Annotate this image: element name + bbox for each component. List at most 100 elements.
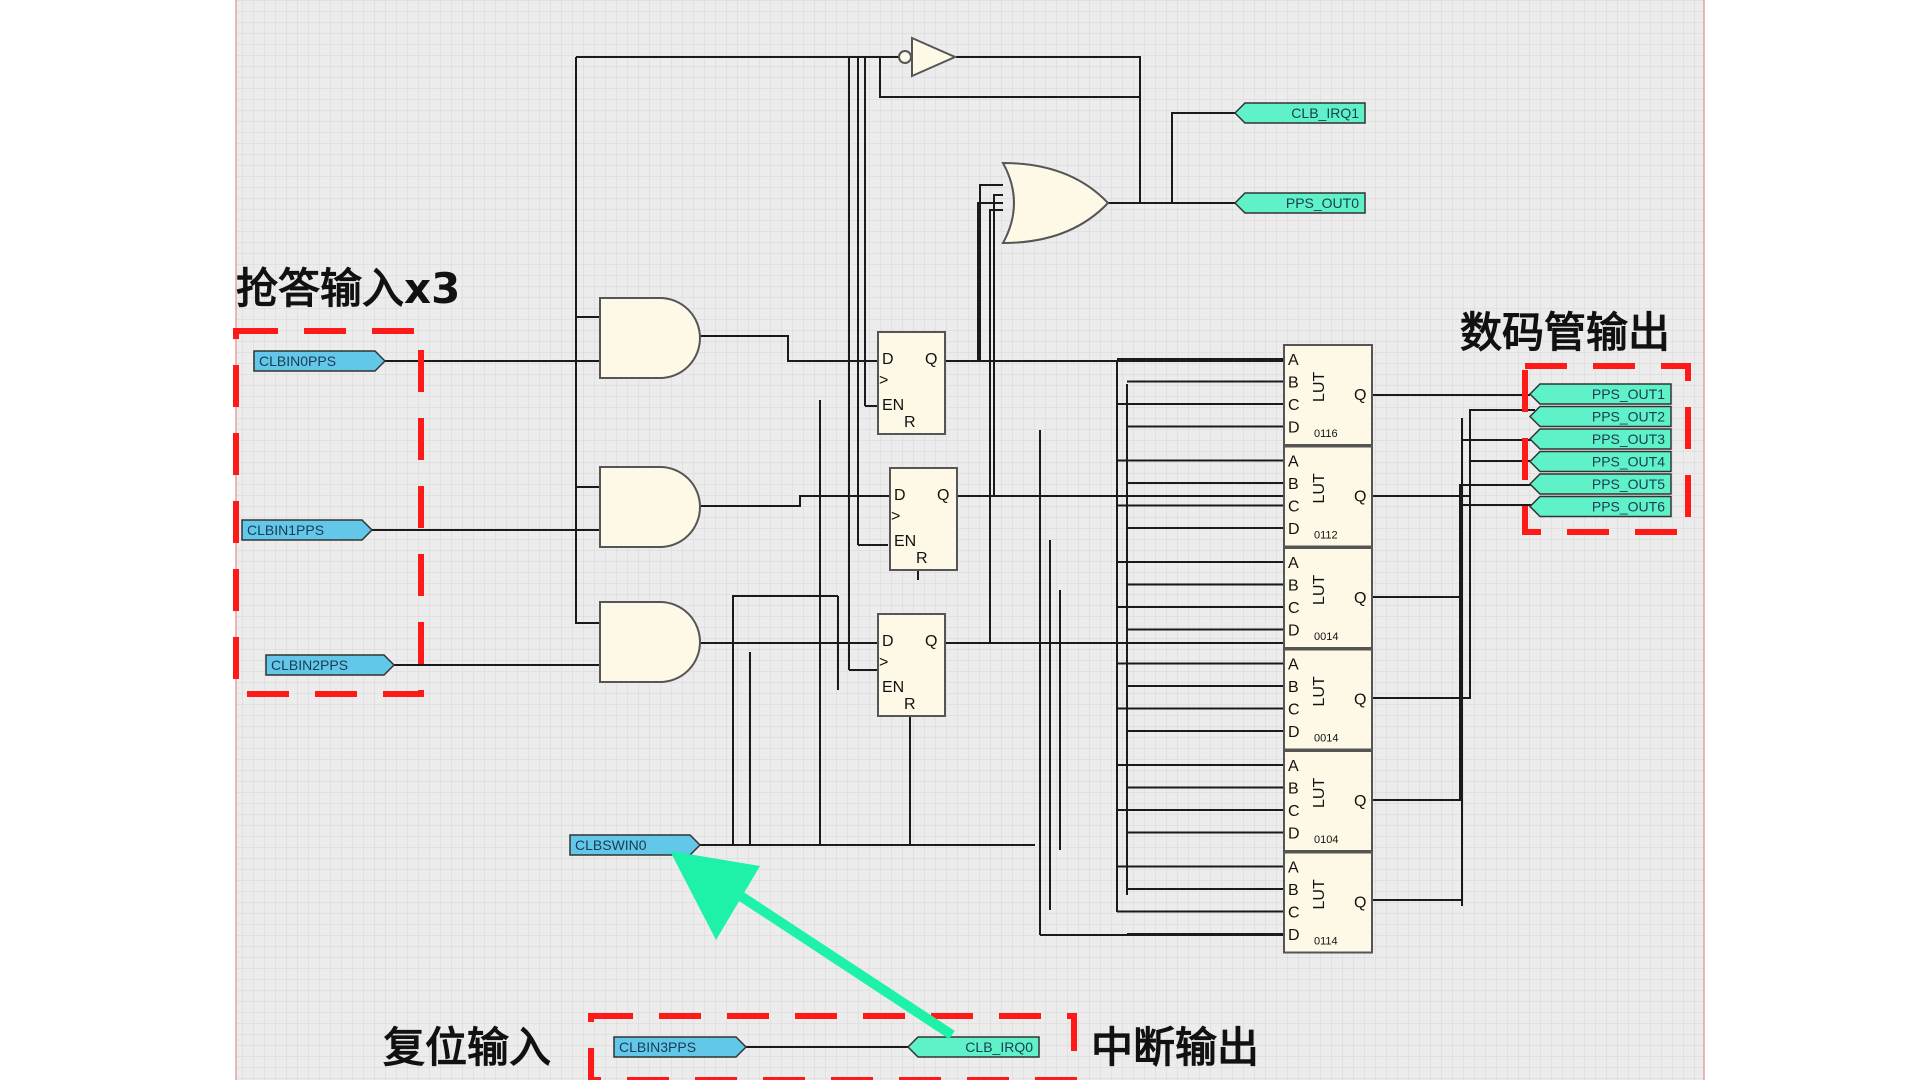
lut-pin-label: A bbox=[1288, 657, 1299, 674]
buzzer-inputs-highlight bbox=[233, 328, 424, 697]
ff-pin-en: EN bbox=[894, 533, 916, 550]
output-port-clb-irq1-label: CLB_IRQ1 bbox=[1291, 105, 1359, 121]
lut-pin-label: B bbox=[1288, 476, 1299, 493]
lut-pin-label: B bbox=[1288, 375, 1299, 392]
lut-name: LUT bbox=[1311, 473, 1328, 503]
lut-pin-label: B bbox=[1288, 882, 1299, 899]
output-port-pps-out3-label: PPS_OUT3 bbox=[1592, 431, 1665, 447]
output-port-pps-out1-label: PPS_OUT1 bbox=[1592, 386, 1665, 402]
lut-pin-label: C bbox=[1288, 905, 1300, 922]
output-port-pps-out5[interactable]: PPS_OUT5 bbox=[1528, 473, 1672, 495]
or-gate bbox=[1001, 161, 1110, 245]
lut-pin-label: A bbox=[1288, 758, 1299, 775]
and-gate-2 bbox=[599, 601, 701, 683]
flip-flop-0: D Q > ENR bbox=[877, 331, 946, 435]
ff-pin-clk: > bbox=[879, 654, 888, 671]
output-port-pps-out2-label: PPS_OUT2 bbox=[1592, 409, 1665, 425]
lut-pin-label: D bbox=[1288, 927, 1300, 944]
output-port-pps-out4-label: PPS_OUT4 bbox=[1592, 454, 1665, 470]
output-port-clb-irq0-label: CLB_IRQ0 bbox=[965, 1039, 1033, 1055]
output-port-pps-out4[interactable]: PPS_OUT4 bbox=[1528, 450, 1672, 473]
annotation-layer: 抢答输入x3 数码管输出 复位输入 中断输出 bbox=[233, 264, 1691, 1080]
ff-pin-r: R bbox=[916, 550, 928, 567]
lut-pin-label: C bbox=[1288, 702, 1300, 719]
ff-pin-d: D bbox=[882, 633, 894, 650]
and-gate-1 bbox=[599, 466, 701, 548]
ff-pin-d: D bbox=[882, 351, 894, 368]
output-port-pps-out6-label: PPS_OUT6 bbox=[1592, 499, 1665, 515]
output-port-pps-out3[interactable]: PPS_OUT3 bbox=[1528, 428, 1672, 450]
display-outputs-label: 数码管输出 bbox=[1460, 308, 1670, 357]
ff-pin-en: EN bbox=[882, 397, 904, 414]
lut-pin-label: A bbox=[1288, 555, 1299, 572]
lut-name: LUT bbox=[1311, 575, 1328, 605]
interrupt-output-label: 中断输出 bbox=[1091, 1023, 1259, 1072]
input-port-clbin2pps[interactable]: CLBIN2PPS bbox=[265, 654, 396, 676]
ff-pin-q: Q bbox=[925, 633, 937, 650]
ff-pin-q: Q bbox=[937, 487, 949, 504]
input-port-clbin3pps-label: CLBIN3PPS bbox=[619, 1039, 696, 1055]
lut-pin-label: A bbox=[1288, 860, 1299, 877]
lut-q-label: Q bbox=[1354, 895, 1366, 912]
output-port-pps-out6[interactable]: PPS_OUT6 bbox=[1528, 495, 1672, 518]
buzzer-inputs-label: 抢答输入x3 bbox=[236, 264, 460, 313]
lut-q-label: Q bbox=[1354, 489, 1366, 506]
lut-name: LUT bbox=[1311, 372, 1328, 402]
lut-pin-label: D bbox=[1288, 623, 1300, 640]
lut-code: 0116 bbox=[1314, 428, 1338, 440]
output-port-pps-out1[interactable]: PPS_OUT1 bbox=[1528, 383, 1672, 405]
lut-pin-label: A bbox=[1288, 352, 1299, 369]
lut-pin-label: D bbox=[1288, 724, 1300, 741]
ff-pin-en: EN bbox=[882, 679, 904, 696]
lut-pin-label: C bbox=[1288, 499, 1300, 516]
lut-pin-label: C bbox=[1288, 397, 1300, 414]
lut-code: 0014 bbox=[1314, 733, 1338, 745]
reset-interrupt-highlight bbox=[588, 1013, 1077, 1080]
wires bbox=[372, 56, 1535, 1048]
ff-pin-clk: > bbox=[879, 372, 888, 389]
reset-input-label: 复位输入 bbox=[383, 1023, 551, 1072]
lut-name: LUT bbox=[1311, 879, 1328, 909]
flip-flop-2: D Q > ENR bbox=[877, 613, 946, 717]
lut-code: 0114 bbox=[1314, 936, 1338, 948]
output-port-clb-irq1[interactable]: CLB_IRQ1 bbox=[1233, 102, 1366, 124]
lut-pin-label: D bbox=[1288, 521, 1300, 538]
output-port-pps-out0-label: PPS_OUT0 bbox=[1286, 195, 1359, 211]
input-port-clbin2pps-label: CLBIN2PPS bbox=[271, 657, 348, 673]
output-port-pps-out5-label: PPS_OUT5 bbox=[1592, 476, 1665, 492]
ff-pin-r: R bbox=[904, 696, 916, 713]
lut-pin-label: D bbox=[1288, 420, 1300, 437]
ff-pin-q: Q bbox=[925, 351, 937, 368]
inverter bbox=[898, 36, 958, 78]
input-port-clbswin0[interactable]: CLBSWIN0 bbox=[569, 834, 702, 856]
lut-pin-label: B bbox=[1288, 679, 1299, 696]
input-port-clbin1pps[interactable]: CLBIN1PPS bbox=[241, 519, 374, 541]
output-port-pps-out2[interactable]: PPS_OUT2 bbox=[1528, 405, 1672, 428]
input-port-clbswin0-label: CLBSWIN0 bbox=[575, 837, 647, 853]
output-port-clb-irq0[interactable]: CLB_IRQ0 bbox=[906, 1036, 1040, 1058]
lut-name: LUT bbox=[1311, 778, 1328, 808]
and-gate-0 bbox=[599, 297, 701, 379]
output-port-pps-out0[interactable]: PPS_OUT0 bbox=[1233, 192, 1366, 214]
lut-q-label: Q bbox=[1354, 387, 1366, 404]
lut-code: 0104 bbox=[1314, 834, 1338, 846]
input-port-clbin1pps-label: CLBIN1PPS bbox=[247, 522, 324, 538]
input-port-clbin0pps-label: CLBIN0PPS bbox=[259, 353, 336, 369]
ff-pin-r: R bbox=[904, 414, 916, 431]
input-port-clbin0pps[interactable]: CLBIN0PPS bbox=[253, 350, 387, 372]
lut-q-label: Q bbox=[1354, 692, 1366, 709]
ff-pin-d: D bbox=[894, 487, 906, 504]
lut-pin-label: A bbox=[1288, 454, 1299, 471]
lut-pin-label: C bbox=[1288, 803, 1300, 820]
lut-pin-label: B bbox=[1288, 781, 1299, 798]
input-port-clbin3pps[interactable]: CLBIN3PPS bbox=[613, 1036, 748, 1058]
lut-pin-label: B bbox=[1288, 578, 1299, 595]
lut-pin-label: C bbox=[1288, 600, 1300, 617]
lut-pin-label: D bbox=[1288, 826, 1300, 843]
